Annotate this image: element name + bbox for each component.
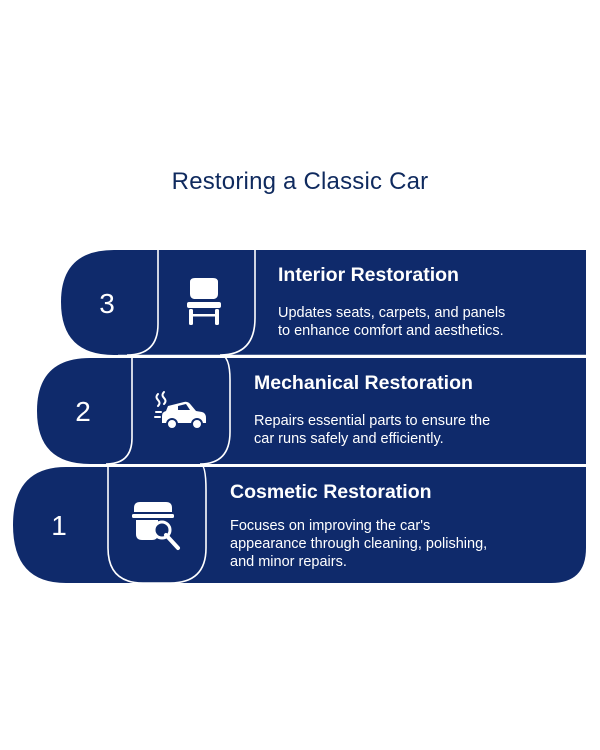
step-title-mechanical: Mechanical Restoration xyxy=(254,372,473,394)
step-description-mechanical: Repairs essential parts to ensure the ca… xyxy=(254,413,491,447)
step-block-2 xyxy=(37,358,586,464)
step-title-interior: Interior Restoration xyxy=(278,264,459,286)
step-number-1: 1 xyxy=(51,510,67,541)
step-title-cosmetic: Cosmetic Restoration xyxy=(230,481,432,503)
step-description-interior: Updates seats, carpets, and panels to en… xyxy=(278,305,506,339)
step-number-3: 3 xyxy=(99,288,115,319)
step-block-1 xyxy=(13,467,586,583)
column-divider-3 xyxy=(126,250,159,356)
car-smoke-icon xyxy=(154,391,206,430)
diagram-title: Restoring a Classic Car xyxy=(171,168,429,195)
column-divider-2-right xyxy=(199,380,231,491)
column-divider-2 xyxy=(105,358,133,465)
sponge-cleaning-icon xyxy=(132,502,180,550)
column-divider-1 xyxy=(107,467,207,584)
step-number-2: 2 xyxy=(75,396,91,427)
chair-icon xyxy=(187,278,221,325)
step-description-cosmetic: Focuses on improving the car's appearanc… xyxy=(230,518,488,570)
step-block-3 xyxy=(61,250,586,355)
